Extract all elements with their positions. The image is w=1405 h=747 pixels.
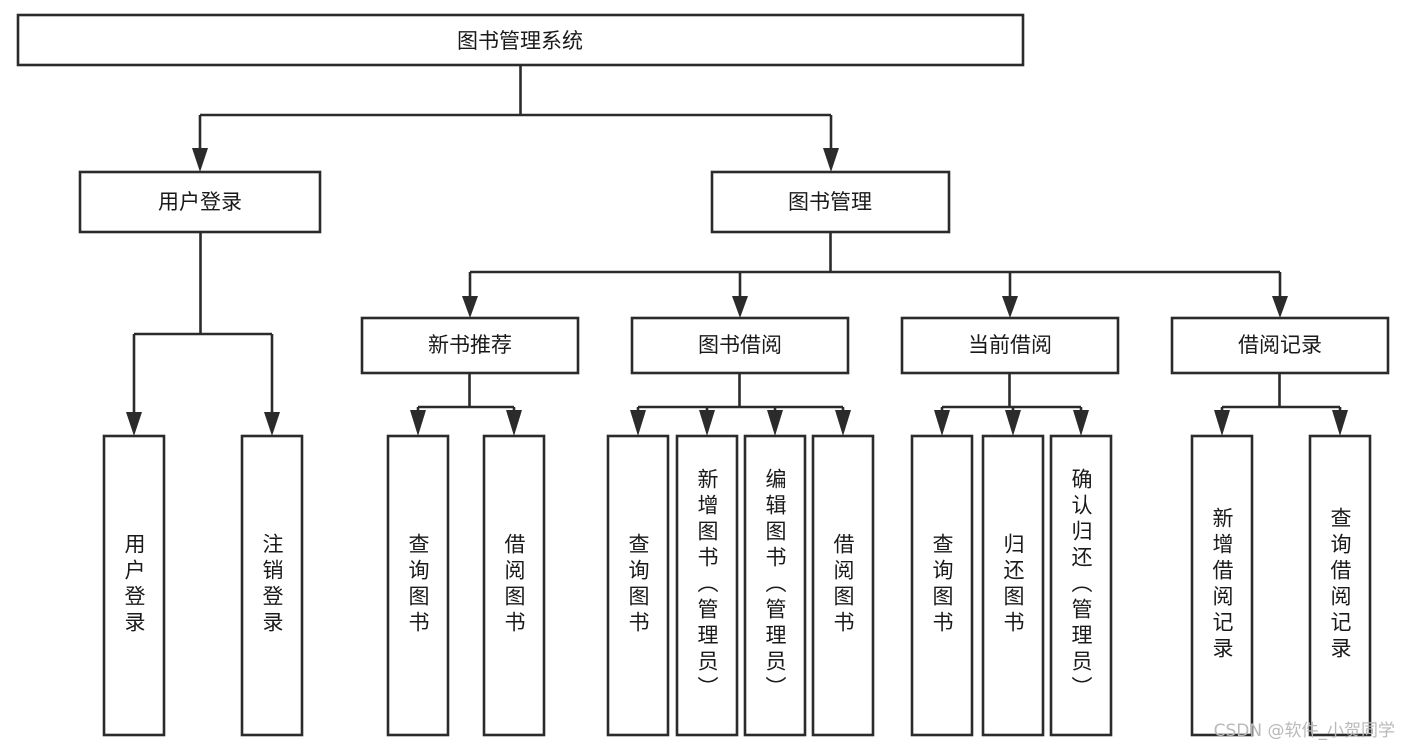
leaf-return-book-box[interactable]	[981, 434, 1045, 737]
leaf-logout-label: 注销登录	[260, 533, 284, 637]
arrow-head-bb-add	[699, 410, 715, 436]
node-current-borrow[interactable]: 当前借阅	[900, 316, 1120, 375]
leaf-return-book-label: 归还图书	[1001, 533, 1025, 637]
arrow-head-rec-query	[1332, 410, 1348, 436]
leaf-query-borrow-record-box[interactable]	[1308, 434, 1372, 737]
connector-layer	[126, 65, 1348, 436]
node-borrow-records[interactable]: 借阅记录	[1170, 316, 1390, 375]
node-root-label: 图书管理系统	[457, 29, 583, 53]
leaf-newbook-query-book-label: 查询图书	[406, 533, 430, 637]
arrow-head-leaf-user-login	[126, 412, 142, 436]
node-book-borrow[interactable]: 图书借阅	[630, 316, 850, 375]
leaf-add-borrow-record-box[interactable]	[1190, 434, 1254, 737]
arrow-head-bb-edit	[767, 410, 783, 436]
leaf-newbook-borrow-book[interactable]: 借阅图书	[482, 434, 546, 737]
leaf-confirm-return-admin-box[interactable]	[1049, 434, 1113, 737]
arrow-head-bb-query	[630, 410, 646, 436]
node-current-borrow-label: 当前借阅	[968, 333, 1052, 357]
node-new-book-recommend-label: 新书推荐	[428, 333, 512, 357]
node-book-borrow-box[interactable]	[630, 316, 850, 375]
leaf-newbook-query-book-box[interactable]	[386, 434, 450, 737]
arrow-head-newbook-query	[410, 410, 426, 436]
arrow-head-leaf-logout	[264, 412, 280, 436]
leaf-confirm-return-admin-label: 确认归还（管理员）	[1069, 468, 1093, 702]
leaf-logout[interactable]: 注销登录	[240, 434, 304, 737]
leaf-current-query-book-label: 查询图书	[930, 533, 954, 637]
leaf-newbook-query-book[interactable]: 查询图书	[386, 434, 450, 737]
node-borrow-records-label: 借阅记录	[1238, 333, 1322, 357]
node-current-borrow-box[interactable]	[900, 316, 1120, 375]
leaf-borrow-query-book-label: 查询图书	[626, 533, 650, 637]
leaf-query-borrow-record[interactable]: 查询借阅记录	[1308, 434, 1372, 737]
leaf-add-book-admin-label: 新增图书（管理员）	[695, 468, 719, 702]
leaf-newbook-borrow-book-label: 借阅图书	[502, 533, 526, 637]
node-new-book-recommend-box[interactable]	[360, 316, 580, 375]
node-user-login-box[interactable]	[78, 170, 322, 234]
csdn-watermark: CSDN @软件_小贺同学	[1213, 721, 1395, 741]
arrow-head-cur-return	[1005, 410, 1021, 436]
leaf-add-book-admin[interactable]: 新增图书（管理员）	[675, 434, 739, 737]
node-user-login-label: 用户登录	[158, 190, 242, 214]
leaf-borrow-book-label: 借阅图书	[831, 533, 855, 637]
leaf-borrow-book[interactable]: 借阅图书	[811, 434, 875, 737]
leaf-newbook-borrow-book-box[interactable]	[482, 434, 546, 737]
arrow-head-current-borrow	[1002, 296, 1018, 318]
node-book-management-box[interactable]	[710, 170, 951, 234]
leaf-current-query-book-box[interactable]	[910, 434, 974, 737]
leaf-edit-book-admin-label: 编辑图书（管理员）	[763, 468, 787, 702]
arrow-head-new-book	[462, 296, 478, 318]
leaf-query-borrow-record-label: 查询借阅记录	[1328, 507, 1352, 663]
leaf-edit-book-admin[interactable]: 编辑图书（管理员）	[743, 434, 807, 737]
node-book-borrow-label: 图书借阅	[698, 333, 782, 357]
node-user-login[interactable]: 用户登录	[78, 170, 322, 234]
node-root-box[interactable]	[16, 13, 1025, 67]
node-root-system[interactable]: 图书管理系统	[16, 13, 1025, 67]
leaf-borrow-book-box[interactable]	[811, 434, 875, 737]
node-borrow-records-box[interactable]	[1170, 316, 1390, 375]
arrow-head-cur-confirm	[1073, 410, 1089, 436]
leaf-return-book[interactable]: 归还图书	[981, 434, 1045, 737]
arrow-head-newbook-borrow	[506, 410, 522, 436]
leaf-add-borrow-record[interactable]: 新增借阅记录	[1190, 434, 1254, 737]
leaf-edit-book-admin-box[interactable]	[743, 434, 807, 737]
leaf-borrow-query-book-box[interactable]	[606, 434, 670, 737]
arrow-head-bb-borrow	[835, 410, 851, 436]
arrow-head-borrow-records	[1272, 296, 1288, 318]
arrow-head-user-login	[192, 148, 208, 172]
node-book-management-label: 图书管理	[788, 190, 872, 214]
leaf-user-login-box[interactable]	[102, 434, 166, 737]
arrow-head-cur-query	[934, 410, 950, 436]
arrow-head-book-borrow	[732, 296, 748, 318]
arrow-head-book-mgmt	[823, 148, 839, 172]
arrow-head-rec-add	[1214, 410, 1230, 436]
leaf-confirm-return-admin[interactable]: 确认归还（管理员）	[1049, 434, 1113, 737]
leaf-add-borrow-record-label: 新增借阅记录	[1210, 507, 1234, 663]
node-book-management[interactable]: 图书管理	[710, 170, 951, 234]
leaf-user-login[interactable]: 用户登录	[102, 434, 166, 737]
leaf-current-query-book[interactable]: 查询图书	[910, 434, 974, 737]
leaf-user-login-label: 用户登录	[122, 533, 146, 637]
leaf-borrow-query-book[interactable]: 查询图书	[606, 434, 670, 737]
leaf-logout-box[interactable]	[240, 434, 304, 737]
leaf-add-book-admin-box[interactable]	[675, 434, 739, 737]
node-new-book-recommend[interactable]: 新书推荐	[360, 316, 580, 375]
